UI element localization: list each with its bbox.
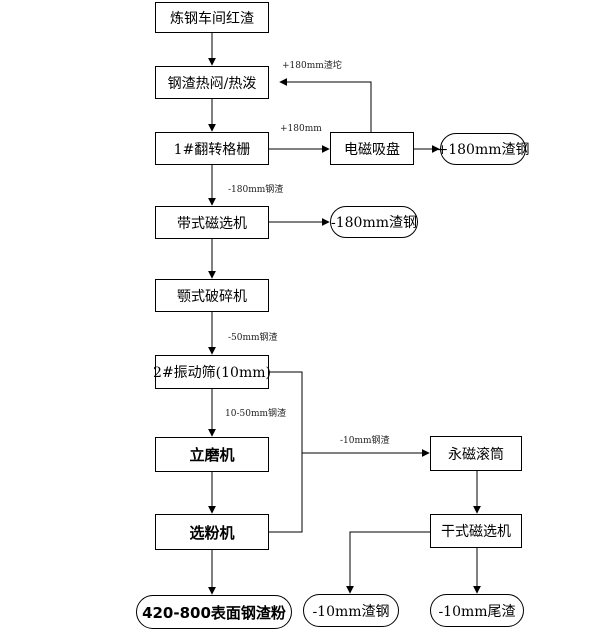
node-hot-stewing: 钢渣热闷/热泼 xyxy=(155,66,269,99)
arrow-n14-n15 xyxy=(346,531,430,594)
node-furnace-slag: 炼钢车间红渣 xyxy=(155,2,269,33)
node-permanent-drum: 永磁滚筒 xyxy=(430,436,522,471)
node-vibrating-screen: 2#振动筛(10mm) xyxy=(153,355,271,389)
arrow-n4-n2 xyxy=(279,78,372,132)
arrow-n11-return xyxy=(269,371,303,533)
node-slag-powder: 420-800表面钢渣粉 xyxy=(136,595,292,629)
label-minus-180-slag: -180mm钢渣 xyxy=(228,185,284,195)
label-10-50-slag: 10-50mm钢渣 xyxy=(225,409,287,419)
node-steel-180-plus: +180mm渣钢 xyxy=(437,133,530,165)
node-electromagnet: 电磁吸盘 xyxy=(330,132,414,165)
node-classifier: 选粉机 xyxy=(155,514,269,550)
node-dry-magnet: 干式磁选机 xyxy=(430,514,522,548)
node-vertical-mill: 立磨机 xyxy=(155,437,269,472)
node-steel-10-minus: -10mm渣钢 xyxy=(303,594,399,627)
node-belt-magnet: 带式磁选机 xyxy=(155,206,269,239)
node-jaw-crusher: 颚式破碎机 xyxy=(155,279,269,312)
node-tailings-10-minus: -10mm尾渣 xyxy=(430,594,524,627)
label-minus-50-slag: -50mm钢渣 xyxy=(228,333,278,343)
label-plus-180: +180mm xyxy=(280,124,322,134)
label-slag-lump: +180mm渣坨 xyxy=(282,61,342,71)
node-steel-180-minus: -180mm渣钢 xyxy=(330,206,418,238)
label-minus-10-slag: -10mm钢渣 xyxy=(340,436,390,446)
node-flip-grid: 1#翻转格栅 xyxy=(155,132,269,165)
